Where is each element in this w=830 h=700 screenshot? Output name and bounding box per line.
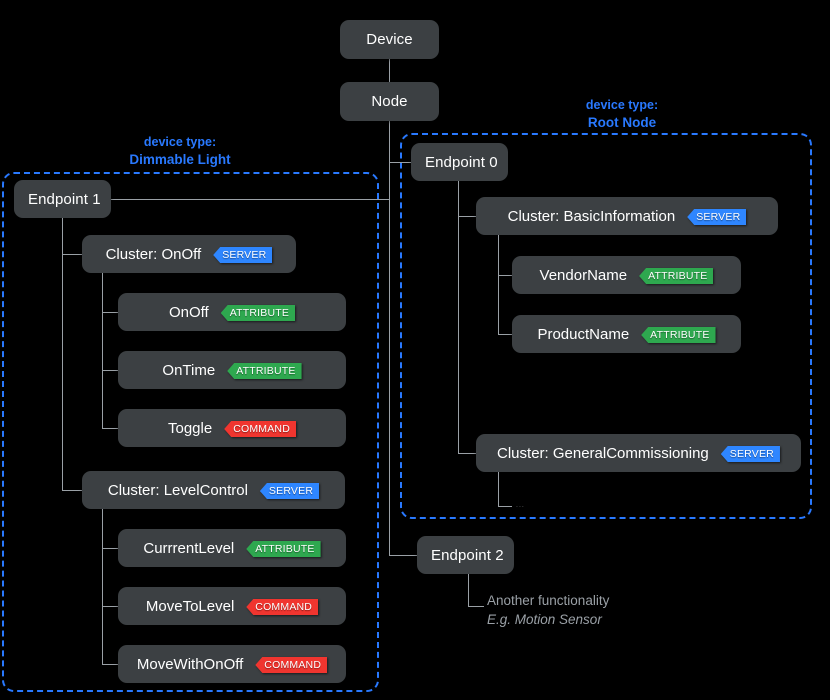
connector-basicinformation-member-1: [498, 334, 512, 335]
command-badge: COMMAND: [246, 599, 319, 615]
attribute-badge: ATTRIBUTE: [246, 541, 321, 557]
member-name: MoveToLevel: [145, 597, 235, 615]
attribute-row-currentlevel[interactable]: CurrrentLevel ATTRIBUTE: [118, 529, 346, 567]
endpoint-1-label: Endpoint 1: [28, 190, 101, 208]
endpoint-1-box[interactable]: Endpoint 1: [14, 180, 111, 218]
cluster-generalcommissioning-label: Cluster: GeneralCommissioning: [497, 444, 709, 462]
device-type-panel-root-node: [400, 133, 812, 519]
connector-device-node: [389, 58, 390, 82]
command-badge-wrap: COMMAND: [255, 655, 328, 673]
cluster-basicinformation-label: Cluster: BasicInformation: [507, 207, 676, 225]
server-badge: SERVER: [720, 446, 780, 462]
attribute-row-onoff[interactable]: OnOff ATTRIBUTE: [118, 293, 346, 331]
connector-endpoint0-cluster-basicinformation: [458, 216, 476, 217]
server-badge: SERVER: [687, 209, 747, 225]
server-badge-wrap: SERVER: [720, 444, 780, 462]
attribute-badge: ATTRIBUTE: [220, 305, 296, 321]
cluster-generalcommissioning-box[interactable]: Cluster: GeneralCommissioning SERVER: [476, 434, 801, 472]
attribute-badge-wrap: ATTRIBUTE: [246, 539, 321, 557]
attribute-row-vendorname[interactable]: VendorName ATTRIBUTE: [512, 256, 741, 294]
device-type-name: Root Node: [587, 115, 657, 130]
node-box[interactable]: Node: [340, 82, 439, 121]
connector-endpoint0-cluster-generalcommissioning: [458, 453, 476, 454]
connector-node-endpoint2: [389, 555, 417, 556]
device-type-prefix: device type:: [143, 135, 217, 149]
cluster-onoff-label: Cluster: OnOff: [105, 245, 202, 263]
member-name: OnTime: [162, 361, 216, 379]
connector-node-endpoint1: [111, 199, 390, 200]
connector-basicinformation-member-0: [498, 275, 512, 276]
connector-levelcontrol-member-1: [102, 606, 118, 607]
command-badge: COMMAND: [224, 421, 296, 437]
connector-generalcommissioning-member-0: [498, 506, 512, 507]
connector-endpoint2-trunk: [468, 574, 469, 606]
endpoint-2-note: Another functionality E.g. Motion Sensor: [487, 591, 609, 629]
endpoint-0-label: Endpoint 0: [425, 153, 498, 171]
cluster-onoff-box[interactable]: Cluster: OnOff SERVER: [82, 235, 296, 273]
device-type-label-dimmable-light: device type: Dimmable Light: [105, 134, 255, 168]
attribute-badge-wrap: ATTRIBUTE: [641, 325, 716, 343]
member-name: OnOff: [168, 303, 209, 321]
connector-node-endpoint0: [389, 162, 411, 163]
connector-endpoint1-trunk: [62, 218, 63, 490]
device-type-name: Dimmable Light: [129, 152, 231, 167]
command-badge-wrap: COMMAND: [246, 597, 319, 615]
connector-onoff-member-2: [102, 428, 118, 429]
endpoint-2-box[interactable]: Endpoint 2: [417, 536, 514, 574]
connector-levelcontrol-member-0: [102, 548, 118, 549]
generalcommissioning-ellipsis: ...: [516, 502, 525, 509]
endpoint-0-box[interactable]: Endpoint 0: [411, 143, 508, 181]
connector-levelcontrol-member-2: [102, 664, 118, 665]
device-type-prefix: device type:: [585, 98, 659, 112]
device-type-panel-dimmable-light: [2, 172, 379, 692]
connector-endpoint1-cluster-onoff: [62, 254, 82, 255]
connector-onoff-member-1: [102, 370, 118, 371]
command-row-movetolevel[interactable]: MoveToLevel COMMAND: [118, 587, 346, 625]
cluster-levelcontrol-label: Cluster: LevelControl: [107, 481, 248, 499]
attribute-badge-wrap: ATTRIBUTE: [639, 266, 714, 284]
attribute-badge-wrap: ATTRIBUTE: [227, 361, 302, 379]
member-name: CurrrentLevel: [143, 539, 235, 557]
cluster-levelcontrol-box[interactable]: Cluster: LevelControl SERVER: [82, 471, 345, 509]
endpoint-2-note-line2: E.g. Motion Sensor: [487, 612, 602, 627]
member-name: VendorName: [539, 266, 628, 284]
command-badge-wrap: COMMAND: [224, 419, 296, 437]
command-row-toggle[interactable]: Toggle COMMAND: [118, 409, 346, 447]
device-box-label: Device: [366, 31, 413, 48]
member-name: Toggle: [167, 419, 213, 437]
command-row-movewithonoff[interactable]: MoveWithOnOff COMMAND: [118, 645, 346, 683]
node-box-label: Node: [371, 93, 408, 110]
command-badge: COMMAND: [255, 657, 328, 673]
server-badge-wrap: SERVER: [687, 207, 747, 225]
server-badge-wrap: SERVER: [259, 481, 320, 499]
device-box[interactable]: Device: [340, 20, 439, 59]
endpoint-2-label: Endpoint 2: [431, 546, 504, 564]
attribute-badge: ATTRIBUTE: [227, 363, 302, 379]
attribute-badge-wrap: ATTRIBUTE: [220, 303, 296, 321]
connector-onoff-member-0: [102, 312, 118, 313]
attribute-row-productname[interactable]: ProductName ATTRIBUTE: [512, 315, 741, 353]
cluster-basicinformation-box[interactable]: Cluster: BasicInformation SERVER: [476, 197, 778, 235]
attribute-badge: ATTRIBUTE: [641, 327, 716, 343]
connector-endpoint2-note: [468, 606, 484, 607]
connector-onoff-trunk: [102, 273, 103, 428]
attribute-row-ontime[interactable]: OnTime ATTRIBUTE: [118, 351, 346, 389]
endpoint-2-note-line1: Another functionality: [487, 593, 610, 608]
server-badge: SERVER: [213, 247, 273, 263]
member-name: ProductName: [537, 325, 630, 343]
connector-levelcontrol-trunk: [102, 509, 103, 664]
connector-node-trunk: [389, 120, 390, 555]
member-name: MoveWithOnOff: [136, 655, 244, 673]
connector-generalcommissioning-trunk: [498, 472, 499, 506]
attribute-badge: ATTRIBUTE: [639, 268, 714, 284]
connector-basicinformation-trunk: [498, 235, 499, 334]
device-type-label-root-node: device type: Root Node: [547, 97, 697, 131]
connector-endpoint1-cluster-levelcontrol: [62, 490, 82, 491]
server-badge-wrap: SERVER: [213, 245, 273, 263]
server-badge: SERVER: [259, 483, 320, 499]
connector-endpoint0-trunk: [458, 181, 459, 453]
